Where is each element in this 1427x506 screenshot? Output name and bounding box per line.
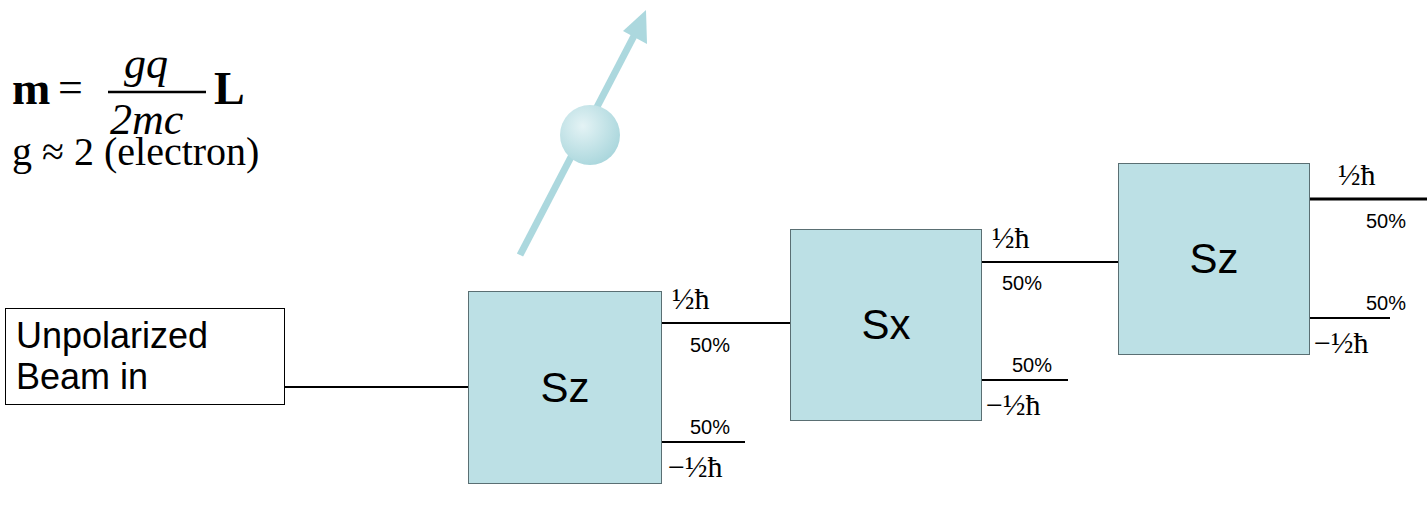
output-line — [662, 441, 745, 443]
spin-arrow-shaft — [520, 32, 636, 255]
spin-arrow-head — [623, 10, 647, 44]
source-box: Unpolarized Beam in — [5, 308, 285, 405]
output-line — [1310, 317, 1390, 319]
beam-connector — [285, 386, 468, 388]
beam-connector — [662, 322, 790, 324]
probability-label: 50% — [1366, 210, 1406, 232]
box-label: Sx — [861, 301, 910, 348]
box-label: Unpolarized Beam in — [16, 316, 274, 397]
spin-value: ½ħ — [992, 221, 1030, 254]
output-line — [1310, 198, 1427, 201]
probability-label: 50% — [1012, 354, 1052, 376]
probability-label: 50% — [690, 334, 730, 356]
spin-value: ½ħ — [672, 282, 710, 315]
box-label: Sz — [540, 364, 589, 411]
box-label: Sz — [1189, 235, 1238, 282]
g-factor-note: g ≈ 2 (electron) — [12, 130, 259, 174]
spin-value: −½ħ — [986, 388, 1040, 421]
stern-gerlach-box: Sz — [468, 291, 662, 484]
spin-value: −½ħ — [1314, 326, 1368, 359]
probability-label: 50% — [1002, 272, 1042, 294]
spin-value: ½ħ — [1338, 158, 1376, 191]
probability-label: 50% — [690, 416, 730, 438]
stern-gerlach-box: Sz — [1118, 163, 1310, 355]
spin-value: −½ħ — [668, 450, 722, 483]
probability-label: 50% — [1366, 292, 1406, 314]
beam-connector — [982, 261, 1118, 263]
spin-particle — [560, 105, 620, 165]
formula-numerator: gq — [124, 40, 168, 88]
stern-gerlach-box: Sx — [790, 229, 982, 421]
formula-symbol: L — [214, 64, 245, 115]
fraction-bar — [108, 91, 206, 94]
formula-symbol: m — [12, 64, 50, 115]
formula-symbol: = — [58, 64, 83, 112]
output-line — [982, 379, 1068, 381]
